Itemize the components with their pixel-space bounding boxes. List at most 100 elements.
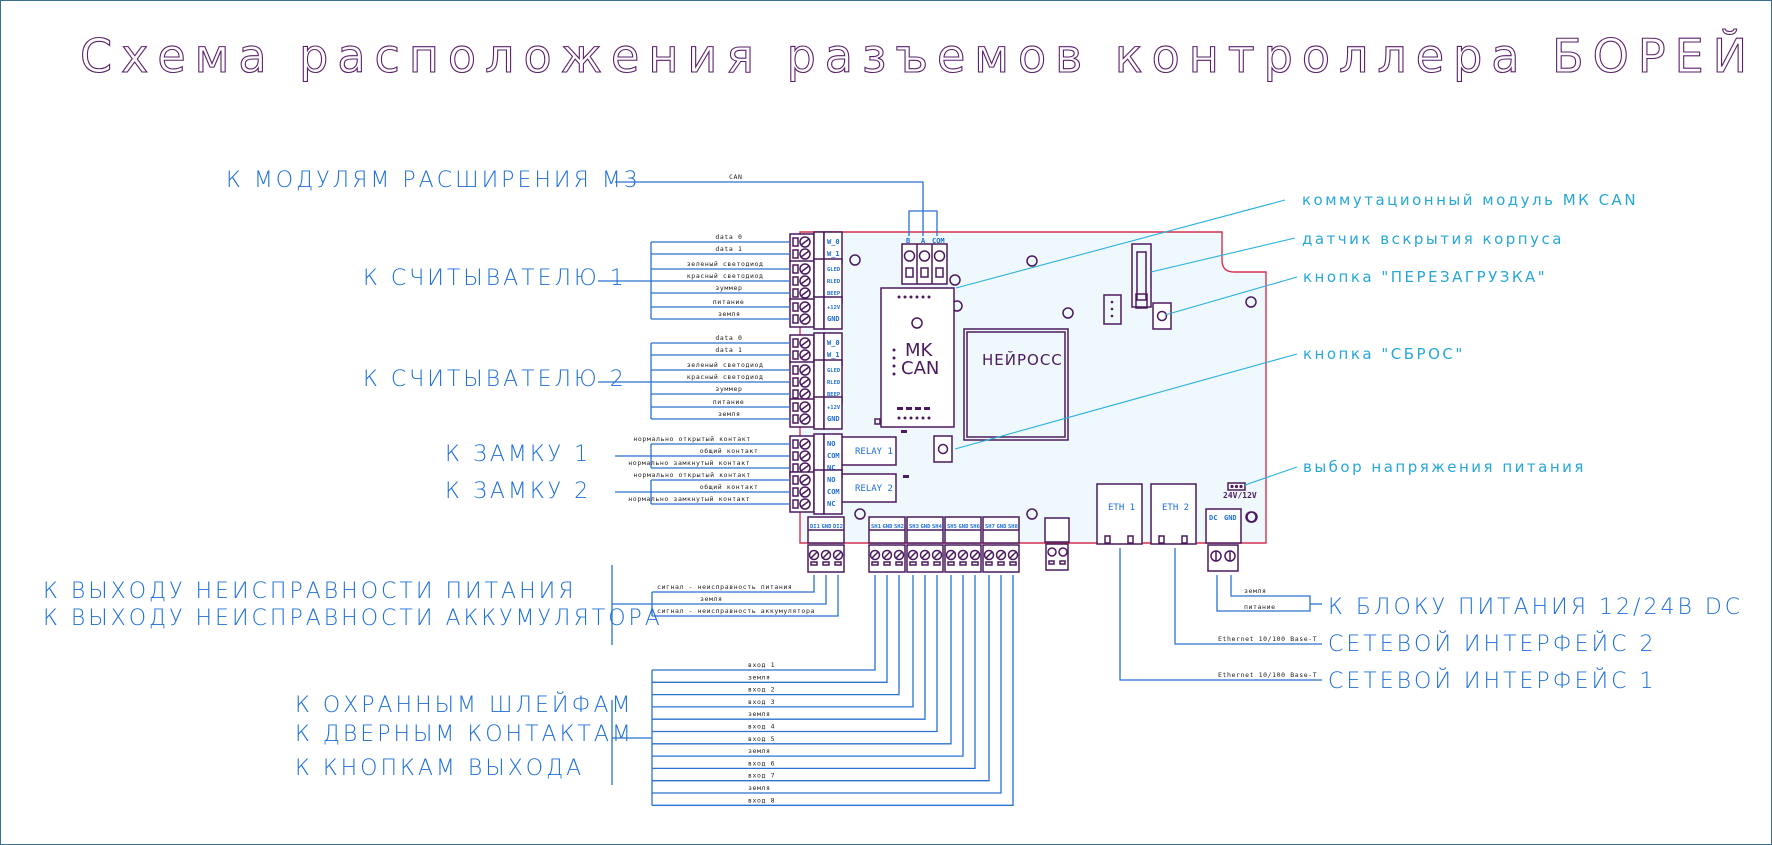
lock2-wire-label: общий контакт (700, 483, 759, 491)
label-power-supply: К БЛОКУ ПИТАНИЯ 12/24В DC (1328, 595, 1743, 620)
loop-wire (652, 575, 964, 757)
loop-connector-4-pin-label: GND (997, 524, 1008, 530)
callout-reboot: кнопка "ПЕРЕЗАГРУЗКА" (1303, 268, 1547, 286)
reader1-led-connector-pin-label: RLED (827, 279, 841, 285)
loop-wire (652, 575, 976, 770)
reader1-led-connector-pin-label: BEEP (827, 291, 841, 297)
reader1-wire-label: красный светодиод (687, 272, 764, 280)
label-lock1: К ЗАМКУ 1 (445, 442, 591, 467)
neiross-chip: НЕЙРОСС (963, 328, 1069, 441)
loop-connector-2-pin-label: SH4 (932, 524, 943, 530)
lock1-connector-pin-label: NC (827, 464, 835, 472)
reader1-data-connector[interactable]: W_0W_1 (789, 231, 843, 265)
loop-wire-label: вход 5 (748, 735, 775, 743)
relay-2-label: RELAY 2 (855, 484, 893, 494)
mk-can-module: MK CAN (874, 274, 961, 433)
diagram-title: Схема расположения разъемов контроллера … (80, 29, 1772, 83)
lock1-connector-pin-label: COM (827, 452, 840, 460)
eth2-port[interactable]: ETH 2 (1150, 483, 1197, 545)
fault-wire-label: сигнал - неисправность питания (657, 583, 792, 591)
loop-wire-label: вход 1 (748, 661, 775, 669)
mk-can-label-1: MK (905, 340, 934, 361)
loop-connector-1-pin-label: GND (883, 524, 894, 530)
callout-voltage: выбор напряжения питания (1303, 458, 1586, 476)
loop-wire (652, 575, 900, 696)
reader2-wire-label: data 1 (715, 346, 742, 354)
loop-wire (652, 575, 990, 782)
fault-wire-label: сигнал - неисправность аккумулятора (657, 607, 815, 615)
reader1-power-connector-pin-label-box (823, 296, 843, 330)
label-lock2: К ЗАМКУ 2 (445, 479, 591, 504)
callout-mk-can: коммутационный модуль МК CAN (1302, 191, 1638, 209)
reader2-led-connector-pin-label: GLED (827, 368, 841, 374)
reader2-wire-label: зеленый светодиод (687, 361, 764, 369)
fault-wire-label: земля (700, 595, 723, 603)
eth2-wire (1174, 548, 1322, 645)
power-connector[interactable]: DC GND (1205, 508, 1258, 572)
reader2-data-connector-pin-label: W_1 (827, 351, 840, 359)
label-fault-power: К ВЫХОДУ НЕИСПРАВНОСТИ ПИТАНИЯ (43, 579, 577, 604)
fault-wire (652, 575, 839, 617)
can-connector[interactable]: B A COM (901, 237, 948, 285)
voltage-jumper[interactable]: 24V/12V (1223, 482, 1257, 500)
eth2-label: ETH 2 (1162, 503, 1189, 513)
reader2-wire-label: красный светодиод (687, 373, 764, 381)
reader2-wire-label: data 0 (715, 334, 742, 342)
reader2-led-connector-pin-label: BEEP (827, 392, 841, 398)
jumper-label: 24V/12V (1223, 491, 1257, 500)
wiring: data 0 data 1 зеленый светодиод красный све… (598, 181, 1322, 806)
loop-wire (652, 575, 888, 683)
label-expansion: К МОДУЛЯМ РАСШИРЕНИЯ М3 (226, 168, 641, 193)
callout-reset: кнопка "СБРОС" (1303, 345, 1465, 363)
loop-wire-label: земля (748, 747, 771, 755)
loop-wire-label: земля (748, 784, 771, 792)
reader1-wire-label: питание (713, 298, 745, 306)
tamper-sensor (1131, 243, 1152, 309)
reader1-wire-label: земля (718, 310, 741, 318)
loop-wire (652, 575, 876, 671)
wire-label-can: CAN (729, 173, 743, 181)
power-pin-gnd: GND (1224, 514, 1237, 522)
loop-wire-label: вход 7 (748, 772, 775, 780)
fault-connector-pin-label: DI1 (810, 524, 821, 530)
lock2-connector-pin-label: COM (827, 488, 840, 496)
can-pin-com: COM (932, 237, 945, 245)
power-pin-dc: DC (1209, 514, 1217, 522)
loop-wire (652, 575, 938, 733)
reader1-power-connector[interactable]: +12V GND (789, 296, 843, 330)
wire-label-eth2: Ethernet 10/100 Base-T (1218, 635, 1317, 643)
reader1-power-connector-pin-label: GND (827, 315, 840, 323)
label-reader2: К СЧИТЫВАТЕЛЮ 2 (363, 367, 627, 392)
callout-leaders (954, 199, 1298, 486)
lock2-wire-label: нормально замкнутый контакт (628, 495, 750, 503)
reader1-power-connector-pin-label: +12V (827, 305, 841, 311)
loop-connector-3-pin-label: SH6 (970, 524, 981, 530)
fault-connector-pin-label: GND (822, 524, 833, 530)
loop-connector-1-pin-label: SH2 (894, 524, 904, 530)
loop-connector-4-pin-label: SH8 (1008, 524, 1018, 530)
eth1-label: ETH 1 (1108, 503, 1135, 513)
loop-connector-3-pin-label: GND (959, 524, 970, 530)
label-network-1: СЕТЕВОЙ ИНТЕРФЕЙС 1 (1328, 668, 1656, 694)
loop-wire (652, 575, 914, 708)
reader2-power-connector-pin-label: +12V (827, 405, 841, 411)
reboot-button[interactable] (1152, 302, 1172, 330)
loop-wire-label: земля (748, 673, 771, 681)
can-pin-b: B (906, 237, 910, 245)
label-reader1: К СЧИТЫВАТЕЛЮ 1 (363, 266, 627, 291)
loop-wire-label: вход 8 (748, 796, 775, 804)
fault-wire (652, 575, 815, 593)
loop-wire (652, 575, 1014, 806)
reset-button[interactable] (933, 435, 953, 463)
reader2-data-connector-pin-label: W_0 (827, 339, 840, 347)
eth1-port[interactable]: ETH 1 (1096, 483, 1143, 545)
